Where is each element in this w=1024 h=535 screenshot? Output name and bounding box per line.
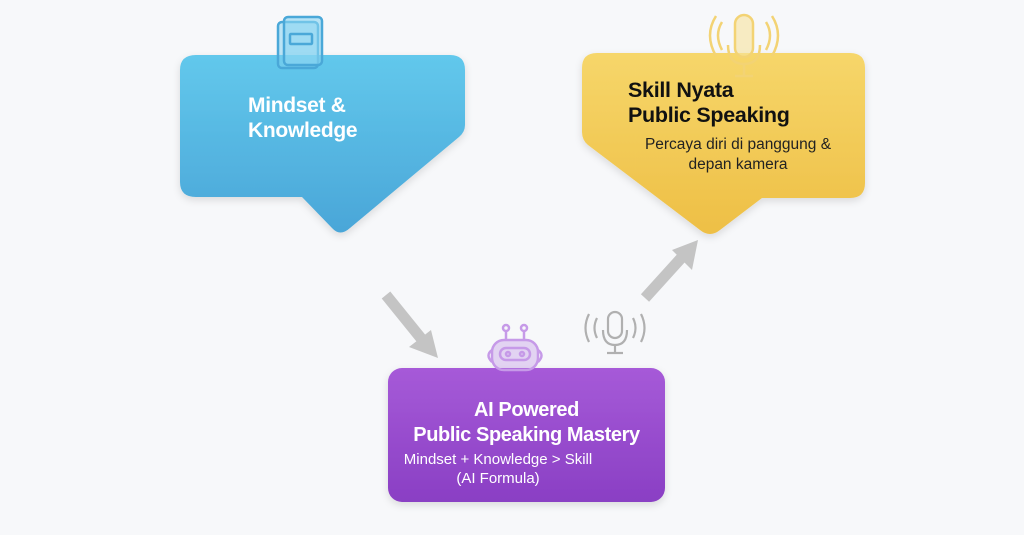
mindset-node-shape xyxy=(180,55,465,233)
arrow-ai-to-skill xyxy=(640,240,698,302)
skill-title-line2: Public Speaking xyxy=(628,103,790,127)
skill-title-line1: Skill Nyata xyxy=(628,78,734,102)
skill-node-subtitle: Percaya diri di panggung & depan kamera xyxy=(628,135,848,175)
mindset-node-title: Mindset & Knowledge xyxy=(248,93,358,143)
skill-subtitle-line2: depan kamera xyxy=(688,156,788,173)
robot-icon xyxy=(487,323,543,372)
microphone-icon-gray xyxy=(584,310,646,355)
ai-node-subtitle: Mindset + Knowledge > Skill (AI Formula) xyxy=(388,450,608,488)
book-icon xyxy=(276,15,324,70)
microphone-icon xyxy=(708,13,780,78)
skill-subtitle-line1: Percaya diri di panggung & xyxy=(644,136,832,153)
ai-node-shape xyxy=(388,368,665,502)
ai-subtitle-line1: Mindset + Knowledge > Skill xyxy=(403,451,593,468)
ai-title-line2: Public Speaking Mastery xyxy=(413,424,640,446)
arrow-mindset-to-ai xyxy=(381,291,438,358)
skill-node-title: Skill Nyata Public Speaking xyxy=(628,78,790,128)
ai-subtitle-line2: (AI Formula) xyxy=(456,470,540,487)
ai-node-title: AI Powered Public Speaking Mastery xyxy=(388,398,665,448)
ai-title-line1: AI Powered xyxy=(474,399,579,421)
skill-node-shape xyxy=(582,53,865,234)
mindset-title-line2: Knowledge xyxy=(248,119,358,142)
mindset-title-line1: Mindset & xyxy=(248,94,346,117)
